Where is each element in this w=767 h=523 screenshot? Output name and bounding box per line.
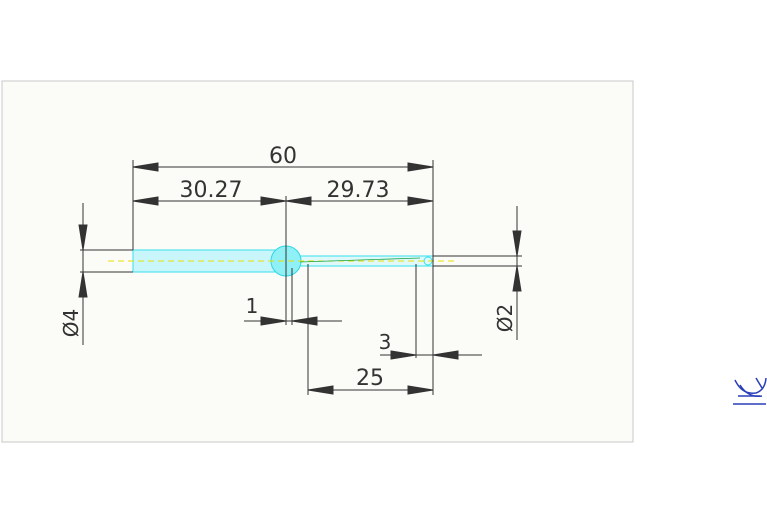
dim-tip-length: 3: [379, 330, 392, 354]
cad-logo-icon: [733, 377, 767, 405]
dim-left-diameter: Ø4: [59, 309, 83, 337]
extension-lines: [80, 160, 522, 395]
dim-right-segment: 29.73: [327, 178, 390, 203]
dim-left-segment: 30.27: [180, 178, 243, 203]
dim-overall-length: 60: [269, 144, 297, 169]
inner-line: [299, 257, 421, 263]
dim-right-diameter: Ø2: [493, 304, 517, 332]
dim-thin-length: 25: [356, 366, 384, 391]
dimension-lines: [78, 162, 522, 395]
part-geometry: [108, 245, 458, 277]
dim-gap: 1: [246, 294, 259, 318]
